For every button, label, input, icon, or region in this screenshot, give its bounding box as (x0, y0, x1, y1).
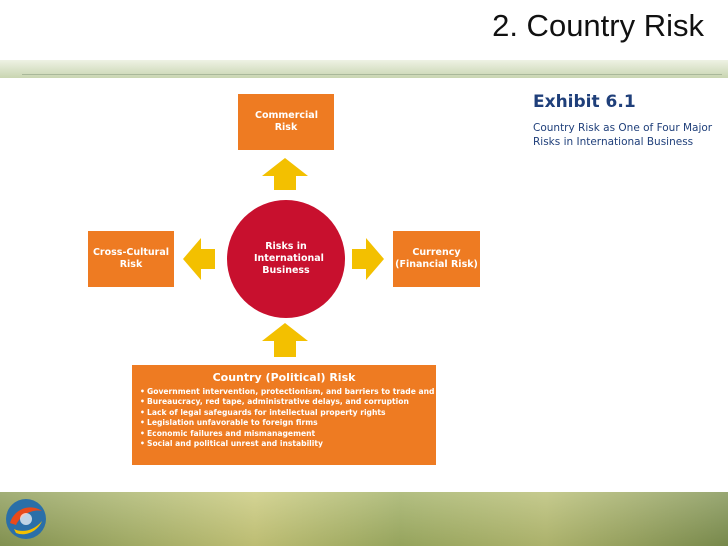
currency-risk-box: Currency (Financial Risk) (393, 231, 480, 287)
arrow-left-icon (183, 238, 215, 280)
exhibit-caption: Country Risk as One of Four Major Risks … (533, 122, 713, 148)
currency-risk-label: Currency (Financial Risk) (395, 247, 478, 270)
footer-shade (0, 492, 728, 546)
cross-cultural-risk-box: Cross-Cultural Risk (88, 231, 174, 287)
risks-center-circle: Risks in International Business (227, 200, 345, 318)
center-label: Risks in International Business (254, 241, 324, 276)
political-risk-title: Country (Political) Risk (212, 371, 356, 384)
logo-emblem-icon (6, 499, 46, 539)
slide-title: 2. Country Risk (492, 8, 704, 43)
arrow-right-icon (352, 238, 384, 280)
political-risk-item: Lack of legal safeguards for intellectua… (140, 408, 436, 419)
footer-band (0, 492, 728, 546)
arrow-up-icon (262, 323, 308, 357)
political-risk-item: Legislation unfavorable to foreign firms (140, 418, 436, 429)
cross-cultural-risk-label: Cross-Cultural Risk (92, 247, 170, 270)
political-risk-list: Government intervention, protectionism, … (132, 387, 485, 450)
political-risk-item: Bureaucracy, red tape, administrative de… (140, 397, 436, 408)
political-risk-item: Government intervention, protectionism, … (140, 387, 485, 398)
political-risk-box: Country (Political) Risk Government inte… (132, 365, 485, 465)
political-risk-item: Social and political unrest and instabil… (140, 439, 436, 450)
title-rule (22, 74, 722, 75)
exhibit-title: Exhibit 6.1 (533, 92, 636, 112)
title-band (0, 60, 728, 78)
commercial-risk-box: Commercial Risk (238, 94, 334, 150)
political-risk-item: Economic failures and mismanagement (140, 429, 436, 440)
arrow-up-icon (262, 158, 308, 190)
commercial-risk-label: Commercial Risk (255, 110, 318, 133)
